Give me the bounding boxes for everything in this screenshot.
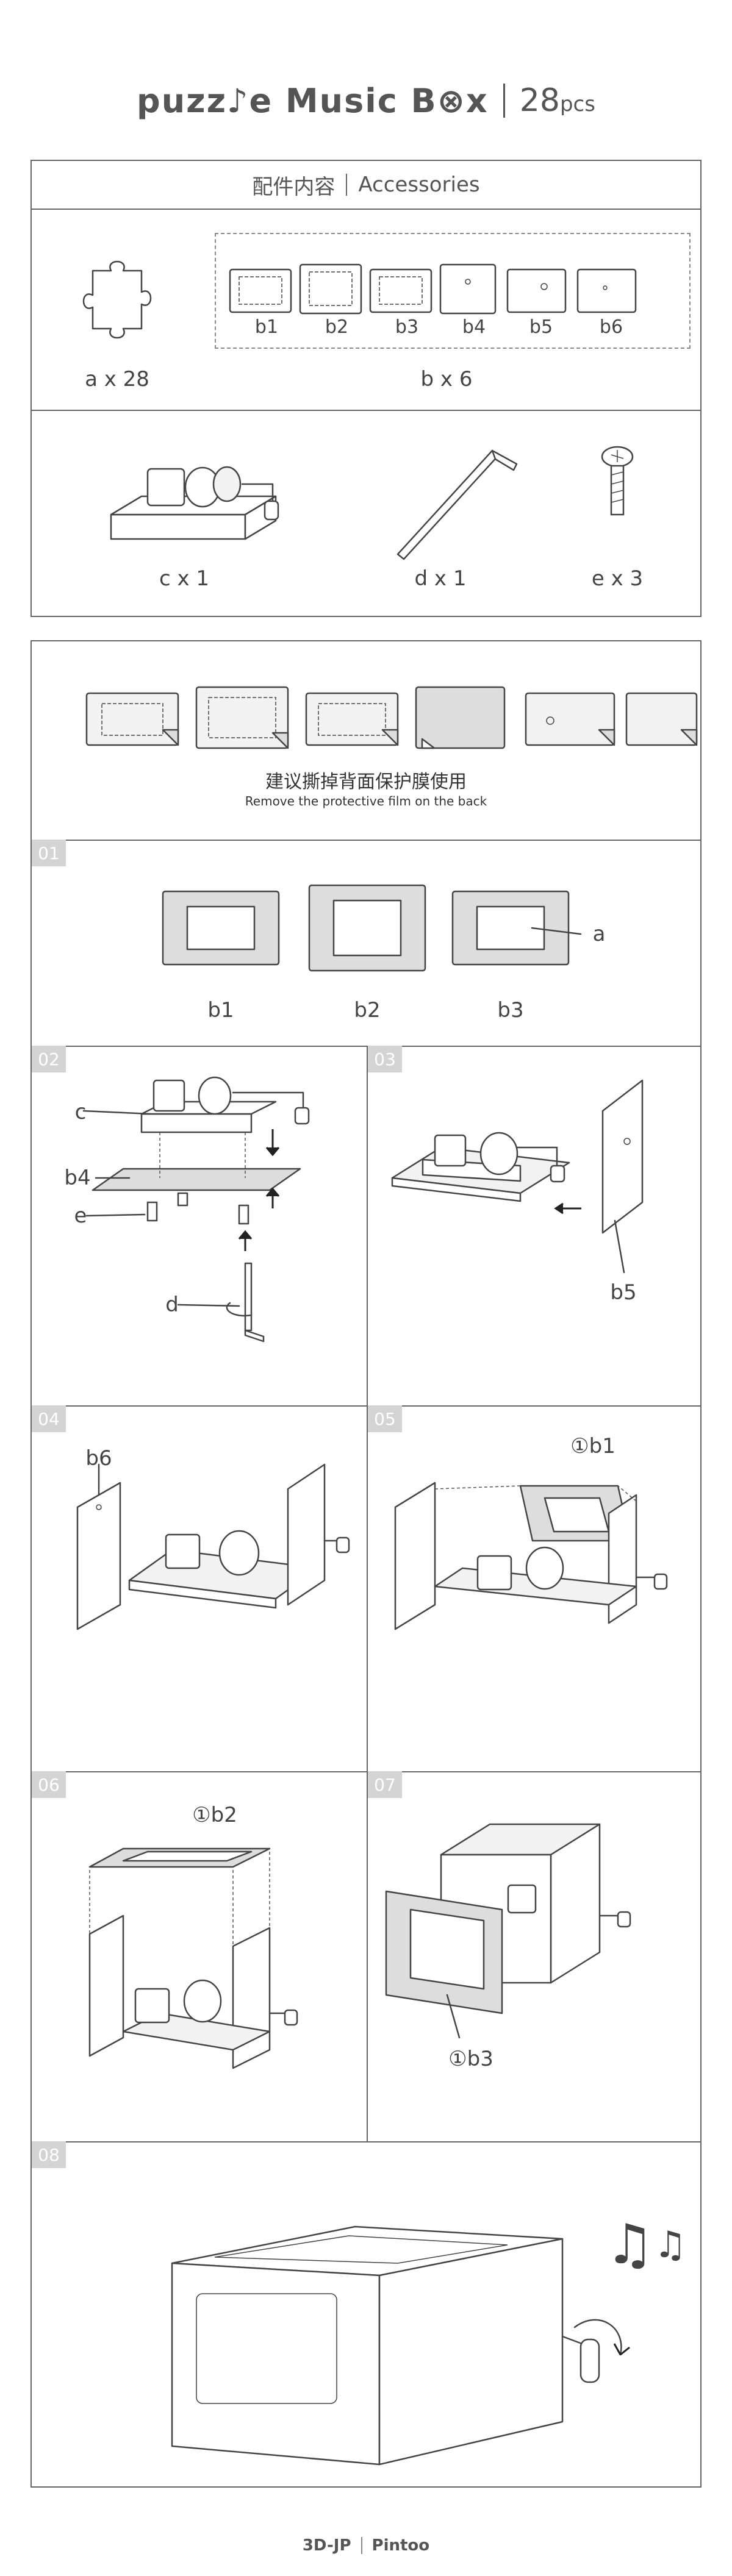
hex-key-icon — [396, 449, 518, 560]
part-d-label: d x 1 — [414, 566, 467, 591]
header-divider — [346, 174, 348, 196]
part-b1-label: b1 — [254, 316, 279, 338]
notice-cn: 建议撕掉背面保护膜使用 — [265, 771, 467, 793]
footer-brand-right: Pintoo — [371, 2536, 430, 2555]
puzzle-piece-icon — [82, 260, 152, 339]
b-parts-group — [215, 233, 691, 349]
brand-title: puzz♪e Music B⊗x — [137, 81, 489, 120]
step-06-tag: 06 — [32, 1771, 66, 1798]
piece-count-number: 28 — [519, 82, 560, 119]
step-03-tag: 03 — [368, 1046, 402, 1072]
step-05-tag: 05 — [368, 1405, 402, 1432]
page-title: puzz♪e Music B⊗x 28pcs — [0, 73, 732, 128]
step-07-tag: 07 — [368, 1771, 402, 1798]
part-b2-label: b2 — [325, 316, 349, 338]
step-04-tag: 04 — [32, 1405, 66, 1432]
piece-count: 28pcs — [520, 82, 595, 119]
step-03-illustration — [391, 1079, 644, 1274]
svg-text:♫: ♫ — [605, 2213, 655, 2277]
svg-text:♫: ♫ — [654, 2224, 687, 2266]
step-01-illustration — [162, 884, 582, 972]
accessories-title-cn: 配件内容 — [252, 174, 336, 199]
step-02-illustration — [82, 1076, 310, 1343]
step-05-illustration — [394, 1482, 668, 1630]
step-divider — [32, 840, 700, 841]
step-07-illustration — [385, 1823, 631, 2039]
notice-en: Remove the protective film on the back — [245, 794, 487, 808]
step-divider — [32, 1405, 700, 1407]
accessories-title-en: Accessories — [358, 173, 480, 197]
accessories-header: 配件内容 Accessories — [32, 161, 700, 210]
part-b3-label: b3 — [395, 316, 419, 338]
step-06-b2-label: ①b2 — [192, 1803, 237, 1827]
b-panels-illustration — [229, 263, 637, 315]
step-divider — [32, 2141, 700, 2143]
footer: 3D-JP Pintoo — [0, 2530, 732, 2561]
protective-film-illustration — [85, 686, 698, 749]
step-08-tag: 08 — [32, 2141, 66, 2168]
step-01-b3-label: b3 — [497, 998, 524, 1022]
step-01-b1-label: b1 — [207, 998, 234, 1022]
step-02-tag: 02 — [32, 1046, 66, 1072]
step-04-illustration — [76, 1463, 350, 1630]
part-b-label: b x 6 — [420, 367, 473, 391]
step-03-b5-label: b5 — [610, 1280, 637, 1305]
step-divider — [32, 1771, 700, 1772]
column-divider — [367, 1771, 368, 2141]
step-05-b1-label: ①b1 — [570, 1434, 615, 1458]
instructions-box: 建议撕掉背面保护膜使用 Remove the protective film o… — [30, 640, 702, 2488]
step-01-tag: 01 — [32, 840, 66, 866]
part-b5-label: b5 — [529, 316, 553, 338]
footer-brand-left: 3D-JP — [302, 2536, 351, 2555]
footer-divider — [361, 2537, 362, 2554]
music-box-complete-illustration: ♫ ♫ — [171, 2213, 687, 2466]
step-01-a-label: a — [592, 922, 606, 946]
step-02-b4-label: b4 — [64, 1166, 91, 1190]
part-e-label: e x 3 — [591, 566, 644, 591]
step-02-e-label: e — [74, 1204, 87, 1228]
step-07-b3-label: ①b3 — [448, 2047, 493, 2071]
step-04-b6-label: b6 — [85, 1446, 112, 1471]
piece-count-unit: pcs — [559, 92, 595, 116]
accessories-divider — [32, 410, 700, 411]
step-02-d-label: d — [165, 1293, 179, 1317]
part-a-label: a x 28 — [85, 367, 149, 391]
part-b6-label: b6 — [599, 316, 623, 338]
step-02-c-label: c — [74, 1100, 87, 1124]
step-06-illustration — [88, 1847, 298, 2069]
screw-icon — [601, 446, 634, 516]
column-divider — [367, 1046, 368, 1771]
title-divider — [503, 84, 505, 118]
step-divider — [32, 1046, 700, 1047]
accessories-box: 配件内容 Accessories a x 28 b1 b2 b3 b4 b5 b… — [30, 160, 702, 617]
part-c-label: c x 1 — [159, 566, 210, 591]
part-b4-label: b4 — [462, 316, 486, 338]
step-01-b2-label: b2 — [354, 998, 381, 1022]
music-movement-icon — [110, 466, 279, 540]
